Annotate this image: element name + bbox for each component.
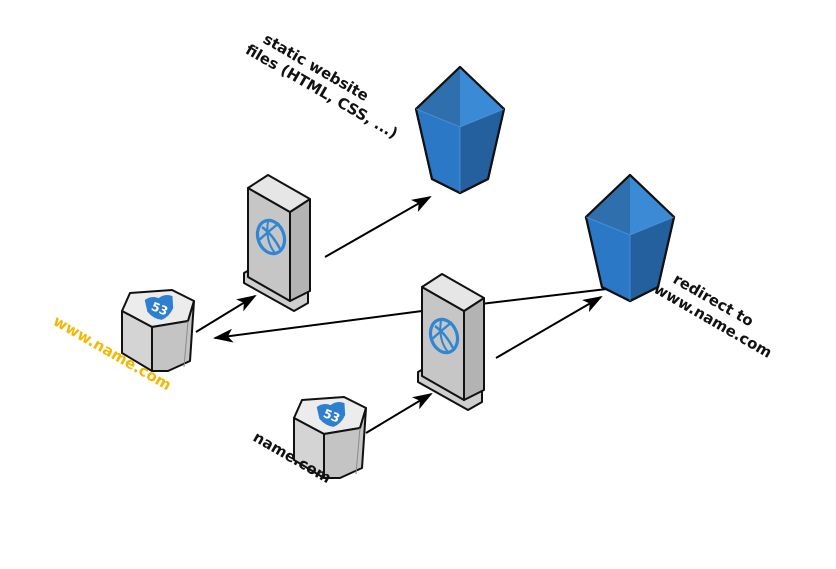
route53-badge-shield [316,402,346,427]
web-server-www [243,174,311,312]
edge-server-apex-to-bucket-redirect [495,295,603,359]
edge-server-www-to-bucket-static [324,196,432,258]
edge-dns-apex-to-server-apex [365,392,433,434]
label-static-files-line2: files (HTML, CSS, ...) [242,40,401,142]
edge-dns-www-to-server-www [195,294,257,333]
route53-badge-text: 53 [321,406,342,425]
bucket-icon [414,65,506,195]
route53-badge-shield [144,295,174,320]
route53-apex: 53 [293,396,367,479]
route53-badge-text: 53 [149,299,170,318]
web-server-apex [417,273,485,411]
route53-www: 53 [121,289,195,372]
s3-bucket-static [414,65,506,195]
